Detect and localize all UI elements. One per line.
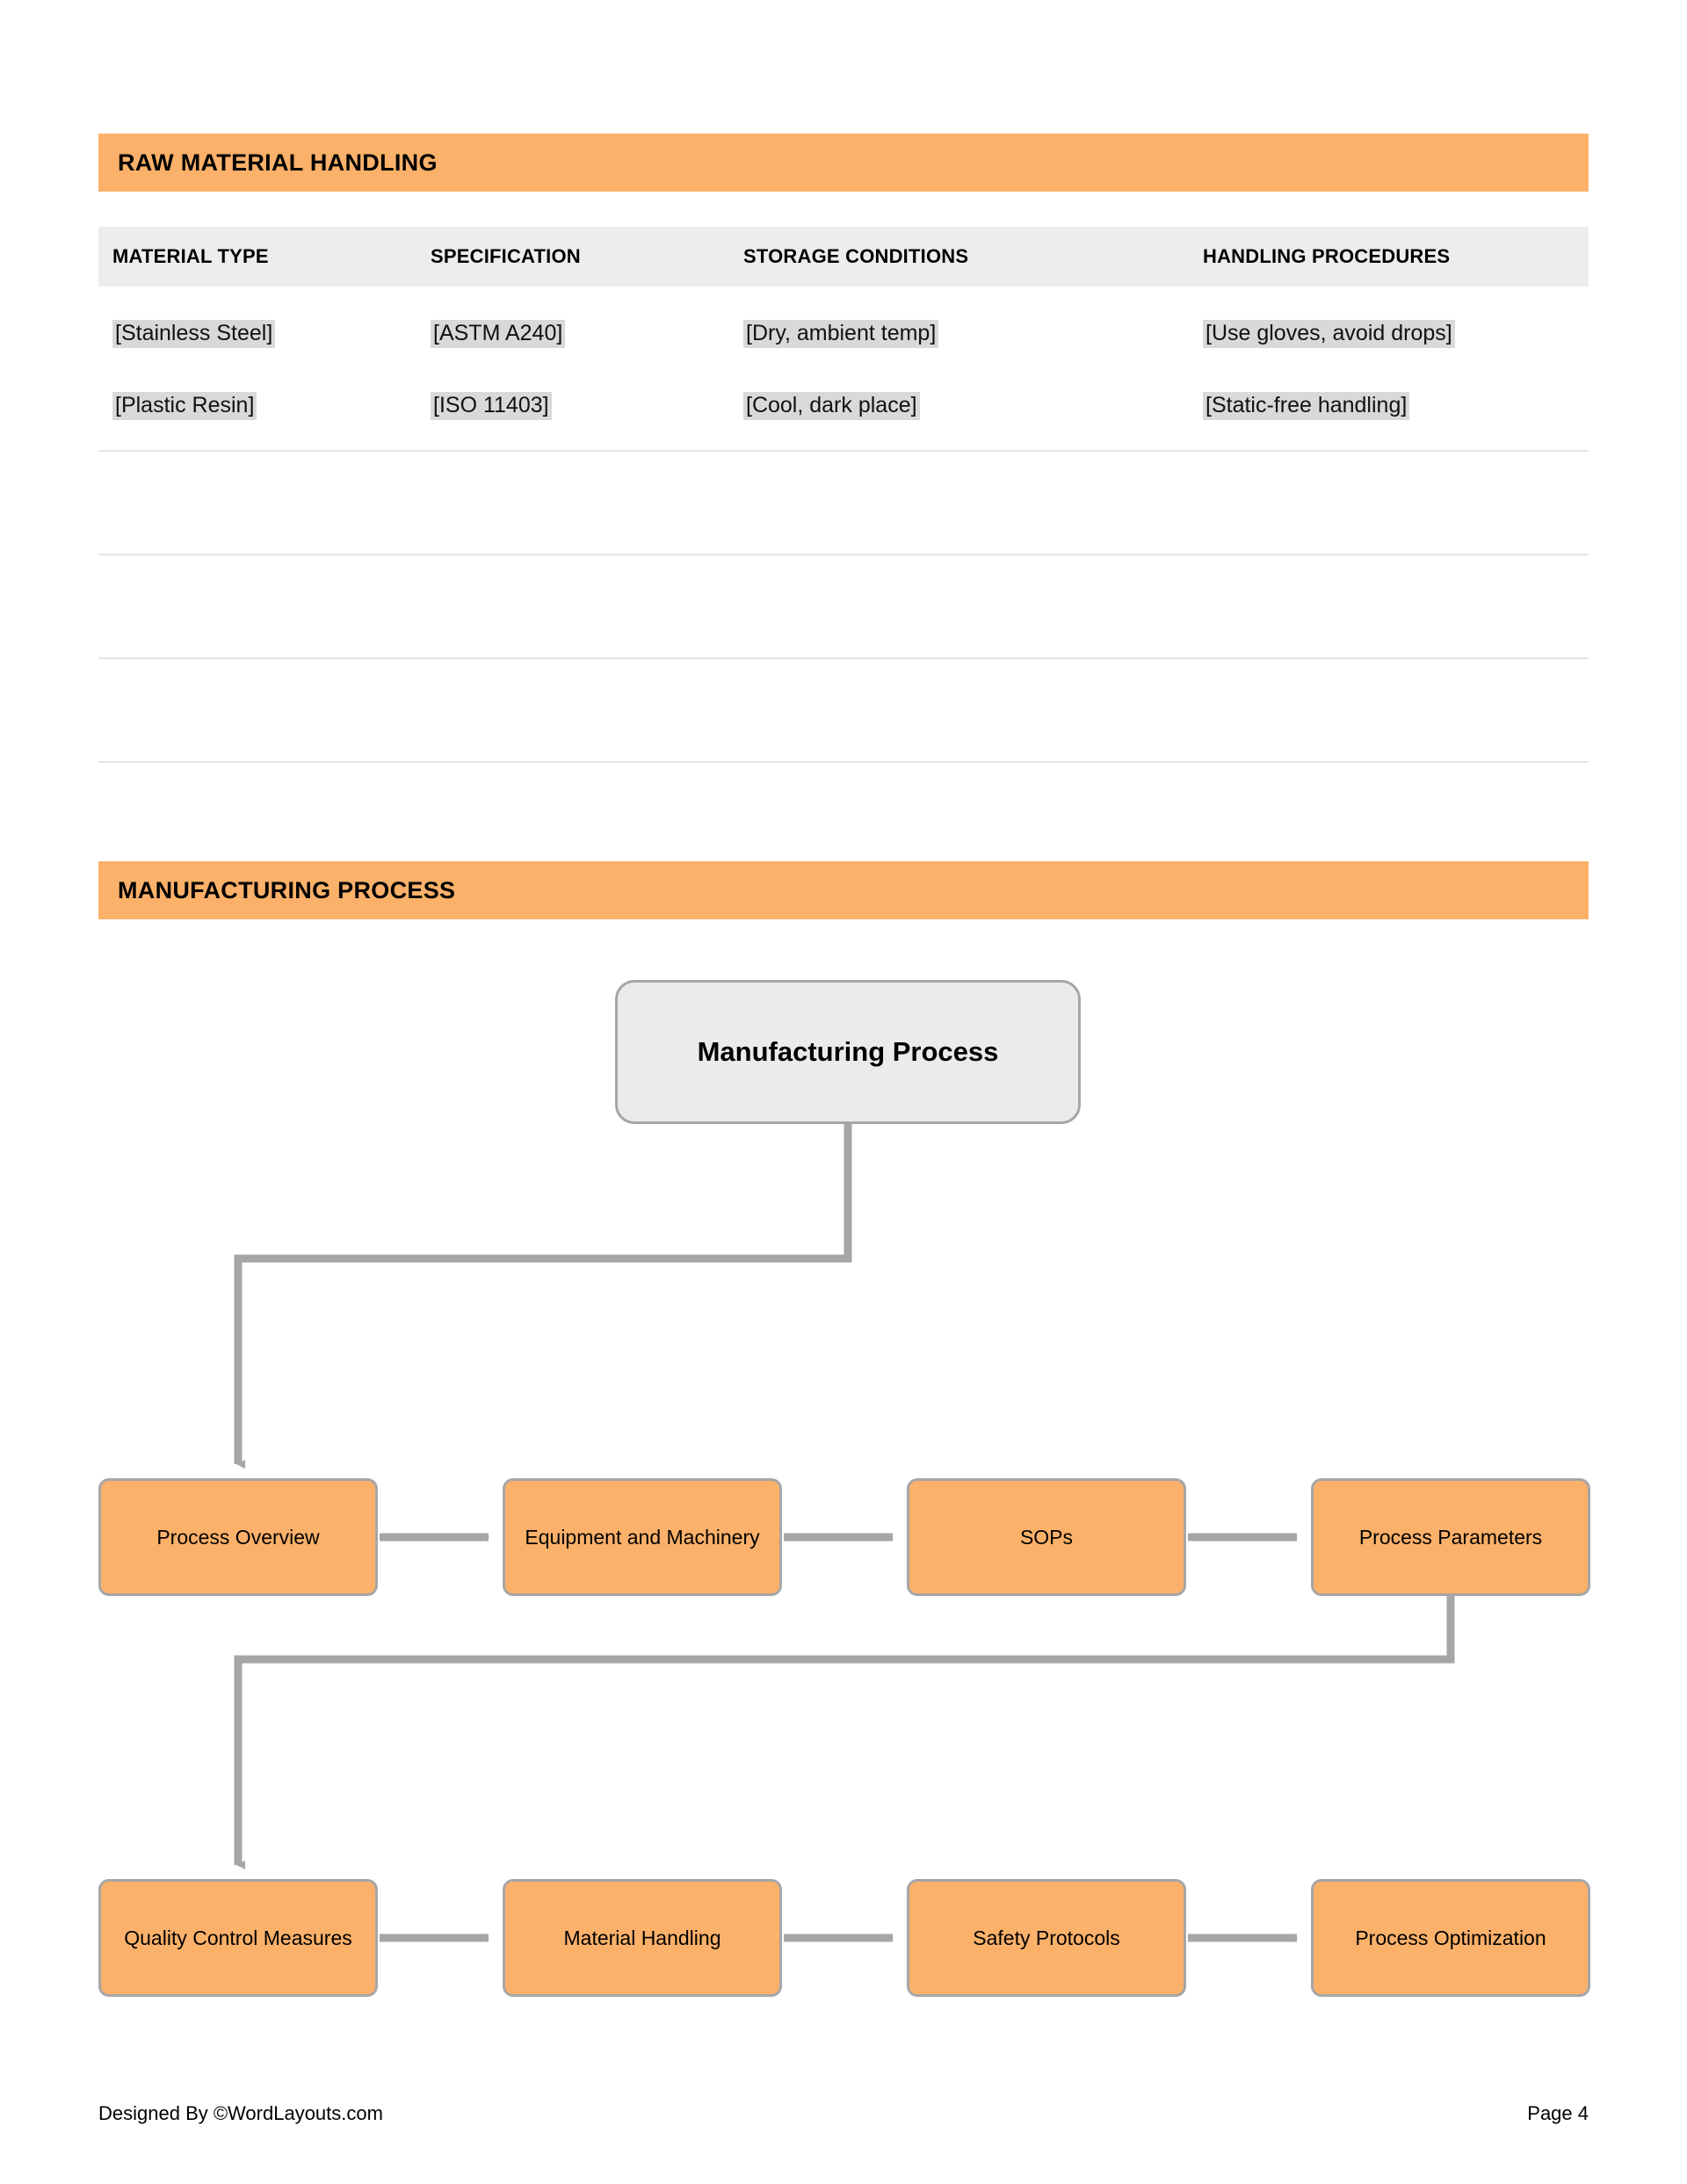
- field-value[interactable]: [Use gloves, avoid drops]: [1203, 320, 1455, 348]
- flow-node-quality-control-measures[interactable]: Quality Control Measures: [98, 1879, 378, 1997]
- table-row: [Stainless Steel] [ASTM A240] [Dry, ambi…: [98, 287, 1589, 370]
- table-body: [Stainless Steel] [ASTM A240] [Dry, ambi…: [98, 287, 1589, 867]
- raw-material-table: MATERIAL TYPE SPECIFICATION STORAGE COND…: [98, 227, 1589, 867]
- section-title-manufacturing: MANUFACTURING PROCESS: [118, 876, 456, 903]
- table-row-empty: [98, 555, 1589, 659]
- cell-handling-procedures[interactable]: [Use gloves, avoid drops]: [1189, 287, 1589, 370]
- flow-node-label: SOPs: [1019, 1525, 1074, 1549]
- flow-node-process-overview[interactable]: Process Overview: [98, 1478, 378, 1596]
- cell-specification[interactable]: [ASTM A240]: [416, 287, 729, 370]
- flow-node-process-optimization[interactable]: Process Optimization: [1311, 1879, 1590, 1997]
- column-header-storage-conditions: STORAGE CONDITIONS: [729, 227, 1189, 287]
- flow-node-sops[interactable]: SOPs: [907, 1478, 1186, 1596]
- manufacturing-flowchart: Manufacturing Process Process Overview E…: [0, 958, 1687, 2013]
- field-value[interactable]: [ASTM A240]: [431, 320, 566, 348]
- table-header-row: MATERIAL TYPE SPECIFICATION STORAGE COND…: [98, 227, 1589, 287]
- column-header-specification: SPECIFICATION: [416, 227, 729, 287]
- table-row-empty: [98, 762, 1589, 867]
- field-value[interactable]: [Dry, ambient temp]: [743, 320, 939, 348]
- cell-empty[interactable]: [1189, 555, 1589, 659]
- table-row: [Plastic Resin] [ISO 11403] [Cool, dark …: [98, 370, 1589, 452]
- connector-process-parameters-to-quality-control: [234, 1596, 1455, 1869]
- cell-material-type[interactable]: [Plastic Resin]: [98, 370, 416, 452]
- column-header-handling-procedures: HANDLING PROCEDURES: [1189, 227, 1589, 287]
- cell-empty[interactable]: [416, 451, 729, 555]
- cell-empty[interactable]: [729, 658, 1189, 763]
- footer-credit: Designed By ©WordLayouts.com: [98, 2102, 383, 2124]
- page-footer: Designed By ©WordLayouts.com Page 4: [98, 2102, 1589, 2125]
- cell-empty[interactable]: [1189, 658, 1589, 763]
- flow-node-label: Manufacturing Process: [697, 1036, 999, 1067]
- cell-empty[interactable]: [729, 762, 1189, 867]
- field-value[interactable]: [Static-free handling]: [1203, 392, 1410, 420]
- cell-storage-conditions[interactable]: [Cool, dark place]: [729, 370, 1189, 452]
- flow-node-equipment-and-machinery[interactable]: Equipment and Machinery: [503, 1478, 782, 1596]
- flow-node-label: Safety Protocols: [973, 1926, 1120, 1949]
- cell-storage-conditions[interactable]: [Dry, ambient temp]: [729, 287, 1189, 370]
- cell-empty[interactable]: [729, 555, 1189, 659]
- cell-material-type[interactable]: [Stainless Steel]: [98, 287, 416, 370]
- cell-empty[interactable]: [98, 555, 416, 659]
- flow-node-label: Equipment and Machinery: [525, 1525, 760, 1549]
- section-title-raw-material: RAW MATERIAL HANDLING: [118, 149, 438, 176]
- connector-root-to-process-overview: [234, 1124, 852, 1469]
- flow-node-label: Process Overview: [156, 1525, 320, 1549]
- cell-empty[interactable]: [416, 762, 729, 867]
- cell-empty[interactable]: [416, 658, 729, 763]
- footer-page-number: Page 4: [1527, 2102, 1589, 2124]
- section-header-raw-material: RAW MATERIAL HANDLING: [98, 134, 1589, 192]
- table-header: MATERIAL TYPE SPECIFICATION STORAGE COND…: [98, 227, 1589, 287]
- table-row-empty: [98, 658, 1589, 763]
- cell-empty[interactable]: [1189, 762, 1589, 867]
- cell-handling-procedures[interactable]: [Static-free handling]: [1189, 370, 1589, 452]
- section-header-manufacturing: MANUFACTURING PROCESS: [98, 861, 1589, 919]
- cell-empty[interactable]: [1189, 451, 1589, 555]
- field-value[interactable]: [ISO 11403]: [431, 392, 552, 420]
- cell-empty[interactable]: [98, 658, 416, 763]
- cell-empty[interactable]: [416, 555, 729, 659]
- field-value[interactable]: [Cool, dark place]: [743, 392, 920, 420]
- flow-node-label: Material Handling: [563, 1926, 721, 1949]
- flow-node-label: Quality Control Measures: [124, 1926, 352, 1949]
- flow-node-safety-protocols[interactable]: Safety Protocols: [907, 1879, 1186, 1997]
- flow-node-process-parameters[interactable]: Process Parameters: [1311, 1478, 1590, 1596]
- column-header-material-type: MATERIAL TYPE: [98, 227, 416, 287]
- raw-material-table-wrap: MATERIAL TYPE SPECIFICATION STORAGE COND…: [98, 227, 1589, 867]
- table-row-empty: [98, 451, 1589, 555]
- flow-node-manufacturing-process[interactable]: Manufacturing Process: [615, 980, 1081, 1124]
- flowchart-connectors: [234, 1124, 1455, 1942]
- flow-node-label: Process Optimization: [1355, 1926, 1546, 1949]
- cell-empty[interactable]: [98, 762, 416, 867]
- cell-specification[interactable]: [ISO 11403]: [416, 370, 729, 452]
- field-value[interactable]: [Plastic Resin]: [112, 392, 257, 420]
- flow-node-material-handling[interactable]: Material Handling: [503, 1879, 782, 1997]
- cell-empty[interactable]: [729, 451, 1189, 555]
- flow-node-label: Process Parameters: [1358, 1525, 1543, 1549]
- field-value[interactable]: [Stainless Steel]: [112, 320, 276, 348]
- cell-empty[interactable]: [98, 451, 416, 555]
